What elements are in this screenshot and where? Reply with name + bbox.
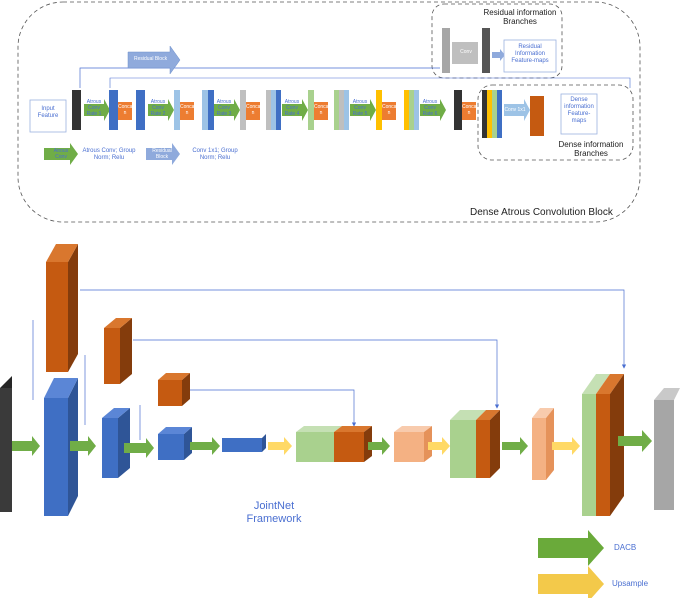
concat-label-2: Concat n: [180, 104, 196, 116]
input-feature-box: [29, 99, 67, 133]
residual-skip-line: [79, 67, 440, 88]
input-feature-label: Input Feature: [37, 106, 59, 119]
legend-atrous-key: Atrous Conv: [53, 148, 69, 160]
dacb-title: Dense Atrous Convolution Block: [470, 207, 613, 218]
residual-block-arrow: [127, 45, 181, 75]
legend-dacb-arrow: [538, 530, 604, 566]
concat-label-1: Concat n: [118, 104, 134, 116]
legend-dacb-label: DACB: [614, 543, 637, 552]
dacb-chain: [72, 90, 598, 138]
framework-label: JointNet Framework: [246, 500, 302, 525]
residual-block-label: Residual Block: [134, 56, 168, 62]
dense-branch-box: [477, 84, 634, 161]
legend-residual-key: Residual Block: [152, 148, 172, 160]
atrous-label-2: Atrous Conv Rate 2: [150, 99, 166, 117]
residual-branches-title: Residual information Branches: [483, 8, 557, 27]
legend-upsample-arrow: [538, 566, 604, 602]
conv1x1-label: Conv 1x1: [504, 107, 526, 113]
legend-atrous-desc: Atrous Conv; Group Norm; Relu: [82, 148, 136, 161]
legend-upsample-label: Upsample: [612, 579, 649, 588]
legend-residual-desc: Conv 1x1; Group Norm; Relu: [192, 148, 238, 161]
jointnet-network: [0, 244, 680, 516]
concat-label-6: Concat n: [462, 104, 478, 116]
atrous-label-3: Atrous Conv Rate 3: [216, 99, 232, 117]
atrous-label-1: Atrous Conv Rate 1: [86, 99, 102, 117]
dacb-container: [17, 1, 641, 223]
atrous-label-6: Atrous Conv Rate 6: [422, 99, 438, 117]
residual-feature-box-label: Residual Information Feature-maps: [511, 44, 549, 64]
concat-label-5: Concat n: [382, 104, 398, 116]
skip-lines-top: [109, 77, 631, 88]
atrous-label-4: Atrous Conv Rate 4: [284, 99, 300, 117]
dense-branches-title: Dense information Branches: [558, 140, 624, 159]
legend-residual-arrow: [146, 143, 180, 165]
dense-feature-box-label: Dense information Feature- maps: [564, 97, 594, 124]
conv-label: Conv: [460, 49, 472, 55]
atrous-label-5: Atrous Conv Rate 5: [352, 99, 368, 117]
concat-label-4: Concat n: [314, 104, 330, 116]
legend-atrous-arrow: [44, 143, 78, 165]
concat-label-3: Concat n: [246, 104, 262, 116]
